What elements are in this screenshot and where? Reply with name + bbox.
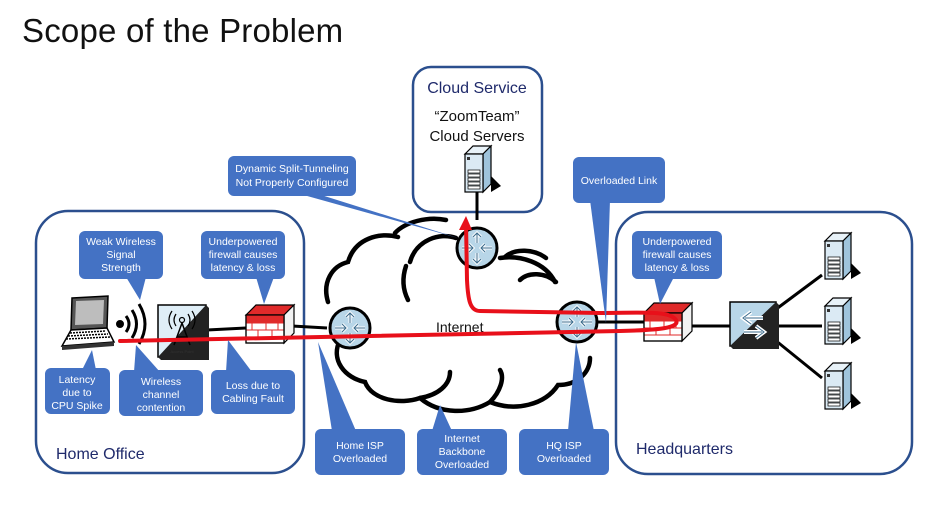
svg-text:Wireless: Wireless: [141, 376, 181, 388]
cloud-servers-line2: Cloud Servers: [429, 128, 524, 145]
server-icon: [464, 145, 502, 193]
callout-cabling-fault: Loss due to Cabling Fault: [211, 340, 295, 414]
svg-text:Strength: Strength: [101, 262, 141, 274]
svg-text:Home ISP: Home ISP: [336, 440, 384, 452]
svg-text:firewall causes: firewall causes: [209, 249, 278, 261]
firewall-icon: [643, 302, 693, 342]
callout-weak-wireless: Weak Wireless Signal Strength: [79, 231, 163, 300]
callout-wireless-contention: Wireless channel contention: [119, 345, 203, 416]
laptop-icon: [60, 295, 116, 350]
callout-backbone: Internet Backbone Overloaded: [417, 405, 507, 475]
cloud-servers-line1: “ZoomTeam”: [434, 108, 519, 125]
cloud-icon: [324, 216, 593, 414]
wifi-signal-icon: [116, 303, 147, 345]
slide-title: Scope of the Problem: [22, 12, 344, 49]
callout-hq-firewall: Underpowered firewall causes latency & l…: [632, 231, 722, 304]
svg-text:Internet: Internet: [444, 433, 480, 445]
svg-text:Underpowered: Underpowered: [209, 236, 278, 248]
svg-text:firewall causes: firewall causes: [643, 249, 712, 261]
internet-label: Internet: [436, 319, 484, 335]
home-office-region: [34, 209, 306, 475]
svg-text:Dynamic Split-Tunneling: Dynamic Split-Tunneling: [235, 163, 349, 175]
svg-text:Loss due to: Loss due to: [226, 380, 280, 392]
red-traffic-path: [118, 216, 679, 343]
svg-text:Backbone: Backbone: [439, 446, 486, 458]
router-icon: [328, 306, 372, 350]
svg-text:CPU Spike: CPU Spike: [51, 400, 103, 412]
server-icon: [824, 232, 862, 280]
server-icon: [824, 362, 862, 410]
switch-icon: [729, 301, 779, 349]
router-icon: [455, 226, 499, 270]
access-point-icon: Access Point: [157, 304, 209, 360]
svg-text:Weak Wireless: Weak Wireless: [86, 236, 156, 248]
svg-text:due to: due to: [62, 387, 91, 399]
svg-text:Signal: Signal: [106, 249, 135, 261]
access-point-label: Access Point: [170, 349, 194, 354]
svg-text:Overloaded: Overloaded: [537, 453, 591, 465]
svg-text:Cabling Fault: Cabling Fault: [222, 393, 284, 405]
callout-split-tunneling: Dynamic Split-Tunneling Not Properly Con…: [228, 156, 458, 238]
callout-overloaded-link: Overloaded Link: [573, 157, 665, 323]
cloud-service-title: Cloud Service: [427, 80, 527, 97]
svg-text:latency & loss: latency & loss: [645, 262, 710, 274]
callout-home-firewall: Underpowered firewall causes latency & l…: [201, 231, 285, 304]
home-office-label: Home Office: [56, 446, 145, 463]
svg-text:contention: contention: [137, 402, 186, 414]
server-icon: [824, 297, 862, 345]
svg-text:Underpowered: Underpowered: [643, 236, 712, 248]
headquarters-label: Headquarters: [636, 441, 733, 458]
svg-text:Not Properly Configured: Not Properly Configured: [236, 177, 349, 189]
callout-cpu-spike: Latency due to CPU Spike: [45, 350, 110, 414]
svg-text:Overloaded Link: Overloaded Link: [581, 175, 658, 187]
svg-text:Latency: Latency: [59, 374, 97, 386]
callout-hq-isp: HQ ISP Overloaded: [519, 342, 609, 475]
svg-text:Overloaded: Overloaded: [333, 453, 387, 465]
svg-text:latency & loss: latency & loss: [211, 262, 276, 274]
svg-text:Overloaded: Overloaded: [435, 459, 489, 471]
network-links: [206, 190, 823, 380]
callout-home-isp: Home ISP Overloaded: [315, 342, 405, 475]
svg-text:HQ ISP: HQ ISP: [546, 440, 582, 452]
svg-text:channel: channel: [143, 389, 180, 401]
headquarters-region: [614, 210, 914, 476]
router-icon: [555, 300, 599, 344]
